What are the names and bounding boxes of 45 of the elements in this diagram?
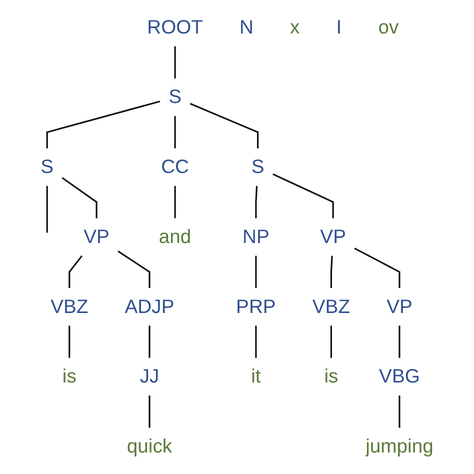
node-text: VBZ (312, 296, 350, 318)
connector (148, 326, 150, 358)
connector (354, 248, 400, 288)
node-text: x (290, 16, 300, 38)
node-text: JJ (140, 365, 160, 387)
node-text: N (240, 16, 254, 38)
connector (46, 186, 48, 233)
node-text: ROOT (147, 16, 203, 38)
connector (174, 46, 176, 78)
connector (68, 326, 70, 358)
node-text: NP (242, 226, 270, 248)
connector (398, 326, 400, 358)
connector (148, 396, 150, 428)
connector (174, 116, 176, 148)
node-text: and (158, 226, 192, 248)
connector (62, 177, 98, 218)
node-text: CC (161, 156, 190, 178)
connector (330, 256, 333, 288)
node-text: VP (84, 226, 110, 248)
connector (174, 186, 176, 218)
node-text: ov (378, 16, 399, 38)
connector (255, 186, 258, 218)
node-text: ADJP (124, 296, 174, 318)
connector (255, 256, 257, 288)
node-text: VBZ (50, 296, 88, 318)
connector (46, 100, 160, 148)
connector (398, 396, 400, 428)
node-text: VP (386, 296, 412, 318)
node-text: S (251, 156, 264, 178)
node-text: is (62, 365, 76, 387)
node-text: quick (126, 435, 172, 457)
connector (118, 250, 150, 288)
node-text: S (168, 86, 182, 108)
connector (190, 102, 259, 148)
connector (330, 326, 332, 358)
node-text: it (251, 365, 261, 387)
node-text: S (40, 156, 54, 178)
connector (255, 326, 257, 358)
connector (272, 173, 334, 218)
node-text: is (324, 365, 338, 387)
node-text: I (336, 16, 342, 38)
node-text: PRP (236, 296, 276, 318)
node-text: VP (320, 226, 346, 248)
connector (68, 255, 83, 288)
node-text: VBG (379, 365, 420, 387)
